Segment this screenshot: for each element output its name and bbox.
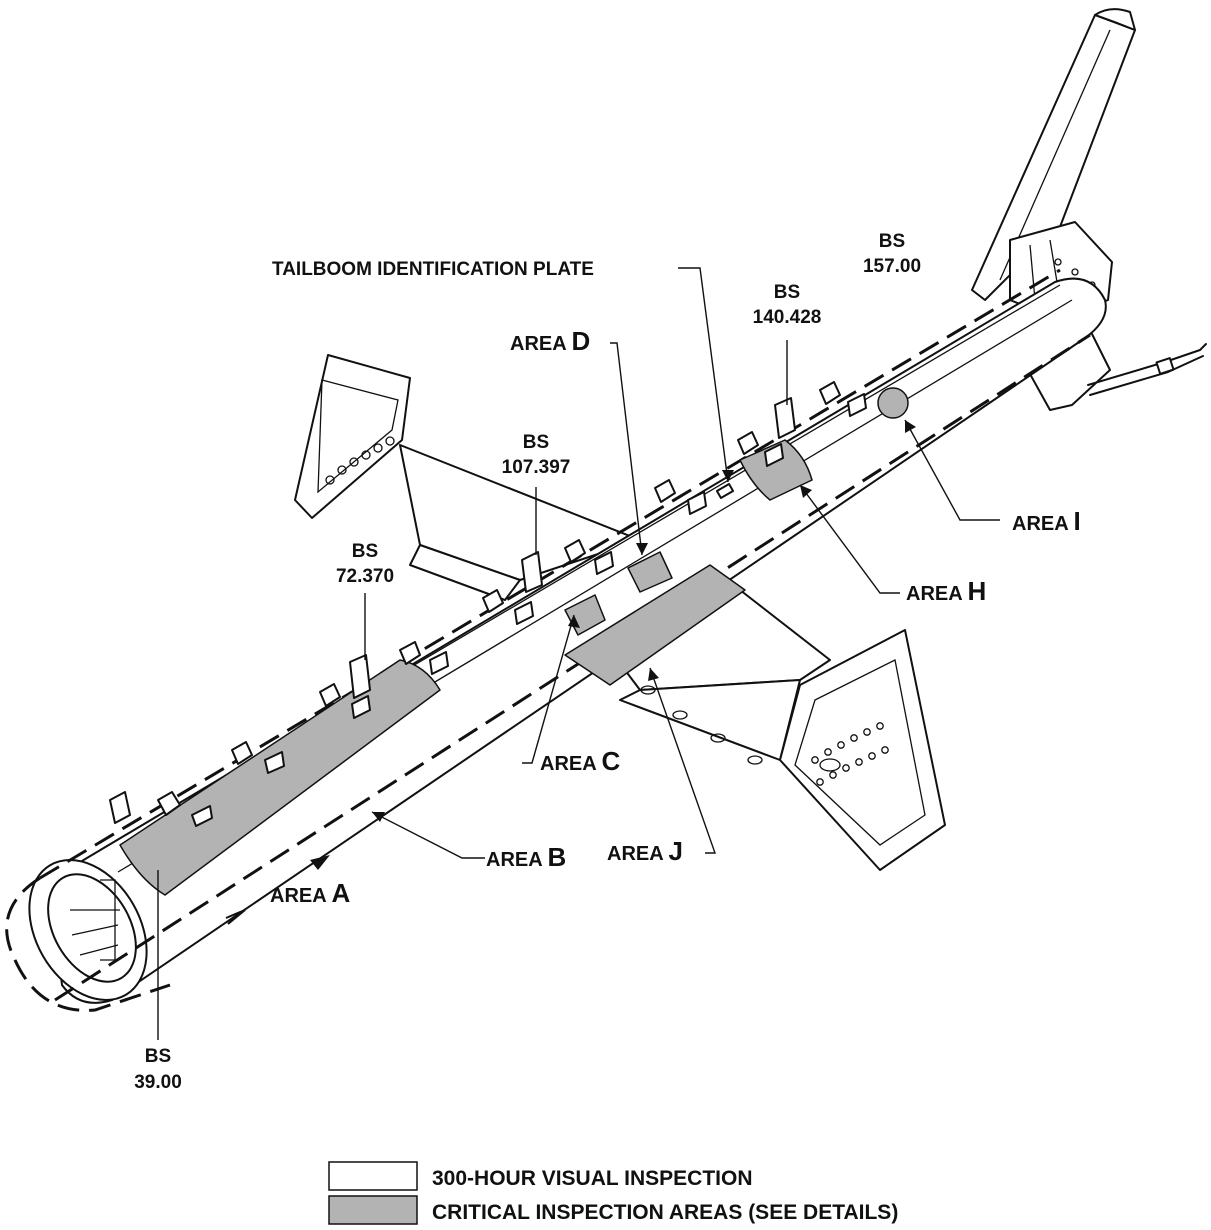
area-a-label: AREA A [270, 878, 351, 908]
bs-72-label-bottom: 72.370 [336, 566, 394, 587]
legend: 300-HOUR VISUAL INSPECTION CRITICAL INSP… [328, 1161, 898, 1225]
area-d-shape [627, 551, 673, 593]
bs-107-label-top: BS [523, 432, 549, 453]
horizontal-stabilizer-right [609, 589, 946, 871]
area-d-label: AREA D [510, 326, 590, 356]
tailboom-clips [109, 381, 867, 827]
legend-label-critical: CRITICAL INSPECTION AREAS (SEE DETAILS) [432, 1201, 898, 1224]
bs-140-label-top: BS [774, 282, 800, 303]
area-j-shape [564, 564, 746, 686]
area-b-label: AREA B [486, 842, 566, 872]
leader-lines [157, 267, 1000, 1040]
horizontal-stabilizer-left [294, 354, 641, 601]
labels: TAILBOOM IDENTIFICATION PLATE BS 157.00 … [134, 231, 1081, 1093]
bs-72-label-top: BS [352, 541, 378, 562]
area-h-label: AREA H [906, 576, 986, 606]
area-i-shape [877, 387, 909, 419]
bs-140-label-bottom: 140.428 [753, 307, 822, 328]
area-c-label: AREA C [540, 746, 621, 776]
tailboom-tube [5, 268, 1107, 1012]
area-h-shape [739, 439, 813, 501]
bs-39-label-bottom: 39.00 [134, 1072, 182, 1093]
area-j-label: AREA J [607, 836, 683, 866]
bs-39-label-top: BS [145, 1046, 171, 1067]
legend-swatch-visual [328, 1161, 418, 1191]
legend-swatch-critical [328, 1195, 418, 1225]
critical-areas [119, 387, 909, 896]
area-b-shape [119, 659, 441, 896]
bs-107-label-bottom: 107.397 [502, 457, 571, 478]
bs-157-label-bottom: 157.00 [863, 256, 921, 277]
bs-157-label-top: BS [879, 231, 905, 252]
tailboom-plate-label: TAILBOOM IDENTIFICATION PLATE [272, 259, 594, 280]
area-i-label: AREA I [1012, 506, 1081, 536]
legend-label-visual: 300-HOUR VISUAL INSPECTION [432, 1167, 753, 1190]
